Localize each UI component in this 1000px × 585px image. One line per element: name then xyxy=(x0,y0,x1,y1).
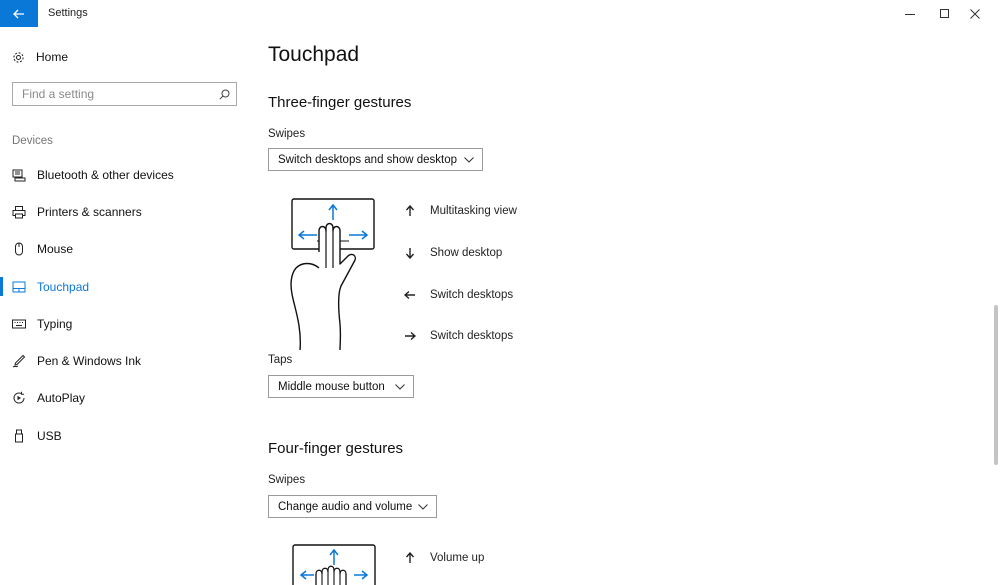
gesture-up-label: Volume up xyxy=(430,552,485,564)
sidebar-item-label: AutoPlay xyxy=(37,391,86,406)
search-input[interactable]: Find a setting xyxy=(22,87,95,101)
page-title: Touchpad xyxy=(268,43,360,66)
dropdown-value: Switch desktops and show desktop xyxy=(278,153,457,166)
gesture-right-row: Switch desktops xyxy=(404,327,513,345)
chevron-down-icon xyxy=(395,383,405,390)
three-finger-taps-label: Taps xyxy=(268,354,293,366)
gear-icon xyxy=(13,51,24,63)
sidebar-item-bluetooth[interactable]: Bluetooth & other devices xyxy=(0,156,248,193)
bluetooth-devices-icon xyxy=(12,168,26,182)
arrow-up-icon xyxy=(405,205,415,216)
printer-icon xyxy=(12,205,26,219)
sidebar-item-printers[interactable]: Printers & scanners xyxy=(0,193,248,230)
autoplay-icon xyxy=(12,391,26,405)
sidebar-item-label: Printers & scanners xyxy=(37,204,142,219)
maximize-icon xyxy=(940,8,949,18)
sidebar-item-touchpad[interactable]: Touchpad xyxy=(0,268,248,305)
sidebar-item-label: Mouse xyxy=(37,242,74,257)
back-arrow-icon xyxy=(13,9,24,18)
gesture-up-label: Multitasking view xyxy=(430,205,517,217)
close-icon xyxy=(970,8,980,19)
gesture-right-label: Switch desktops xyxy=(430,330,514,342)
mouse-icon xyxy=(12,242,26,256)
sidebar-item-label: USB xyxy=(37,428,62,443)
sidebar-item-pen[interactable]: Pen & Windows Ink xyxy=(0,342,248,379)
four-finger-swipes-label: Swipes xyxy=(268,474,306,486)
sidebar-item-typing[interactable]: Typing xyxy=(0,305,248,342)
three-finger-heading: Three-finger gestures xyxy=(268,94,412,111)
search-icon[interactable] xyxy=(219,89,230,100)
minimize-button[interactable] xyxy=(887,0,933,27)
sidebar-nav: Bluetooth & other devices Printers & sca… xyxy=(0,156,248,454)
back-button[interactable] xyxy=(0,0,38,27)
three-finger-swipe-illustration xyxy=(290,198,375,350)
minimize-icon xyxy=(905,13,915,15)
gesture-down-label: Show desktop xyxy=(430,247,503,259)
sidebar: Home Find a setting Devices Bluetooth & … xyxy=(0,27,248,585)
search-box[interactable]: Find a setting xyxy=(12,82,237,106)
gesture-left-row: Switch desktops xyxy=(404,286,513,304)
sidebar-item-label: Typing xyxy=(37,316,73,331)
sidebar-item-usb[interactable]: USB xyxy=(0,417,248,454)
arrow-right-icon xyxy=(405,331,416,341)
home-label: Home xyxy=(36,50,69,64)
sidebar-item-autoplay[interactable]: AutoPlay xyxy=(0,380,248,417)
four-finger-swipe-illustration xyxy=(292,544,376,585)
four-finger-heading: Four-finger gestures xyxy=(268,440,404,457)
scrollbar-thumb[interactable] xyxy=(994,305,998,465)
gesture-up-row: Multitasking view xyxy=(404,202,517,220)
close-button[interactable] xyxy=(952,0,998,27)
pen-icon xyxy=(12,354,26,368)
maximize-button[interactable] xyxy=(922,0,968,27)
sidebar-item-label: Bluetooth & other devices xyxy=(37,167,174,182)
three-finger-swipes-label: Swipes xyxy=(268,128,306,140)
three-finger-swipes-dropdown[interactable]: Switch desktops and show desktop xyxy=(268,148,483,171)
arrow-down-icon xyxy=(405,248,415,259)
gesture-left-label: Switch desktops xyxy=(430,289,514,301)
usb-icon xyxy=(12,429,26,443)
touchpad-icon xyxy=(12,280,26,294)
four-finger-swipes-dropdown[interactable]: Change audio and volume xyxy=(268,495,437,518)
three-finger-taps-dropdown[interactable]: Middle mouse button xyxy=(268,375,414,398)
window-title: Settings xyxy=(48,7,88,19)
arrow-left-icon xyxy=(404,290,415,300)
gesture-down-row: Show desktop xyxy=(404,244,502,262)
sidebar-item-label: Pen & Windows Ink xyxy=(37,354,142,369)
title-bar: Settings xyxy=(0,0,1000,27)
chevron-down-icon xyxy=(418,503,428,510)
dropdown-value: Middle mouse button xyxy=(278,380,385,393)
dropdown-value: Change audio and volume xyxy=(278,500,413,513)
keyboard-icon xyxy=(12,317,26,331)
sidebar-item-label: Touchpad xyxy=(37,279,90,294)
sidebar-item-mouse[interactable]: Mouse xyxy=(0,231,248,268)
home-link[interactable]: Home xyxy=(12,47,68,67)
main-content: Touchpad Three-finger gestures Swipes Sw… xyxy=(268,27,988,585)
section-label: Devices xyxy=(12,135,53,147)
chevron-down-icon xyxy=(464,156,474,163)
four-finger-gesture-up-row: Volume up xyxy=(404,549,484,567)
arrow-up-icon xyxy=(405,552,415,563)
